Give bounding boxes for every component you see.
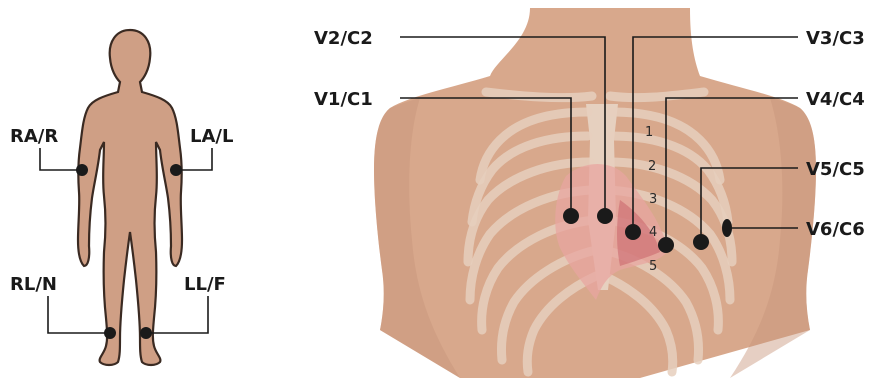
v6-electrode [722, 219, 732, 237]
v5-label: V5/C5 [806, 159, 865, 180]
ll-label: LL/F [184, 274, 226, 295]
intercostal-2: 2 [648, 159, 656, 174]
right-clavicle [486, 92, 592, 98]
rl-lead-line [48, 296, 110, 333]
chest-figure: 1 2 3 4 5 V2/C2 V1/C1 V3/C3 V4/C4 V5/C5 … [314, 8, 865, 378]
v1-label: V1/C1 [314, 89, 373, 110]
v3-electrode [625, 224, 641, 240]
v6-label: V6/C6 [806, 219, 865, 240]
rl-label: RL/N [10, 274, 57, 295]
v2-label: V2/C2 [314, 28, 373, 49]
v2-electrode [597, 208, 613, 224]
intercostal-3: 3 [649, 192, 657, 207]
intercostal-1: 1 [645, 125, 653, 140]
intercostal-5: 5 [649, 259, 657, 274]
ra-lead-line [40, 148, 82, 170]
ra-label: RA/R [10, 126, 58, 147]
v5-electrode [693, 234, 709, 250]
body-silhouette [78, 30, 182, 365]
intercostal-4: 4 [649, 225, 657, 240]
v1-electrode [563, 208, 579, 224]
v3-label: V3/C3 [806, 28, 865, 49]
full-body-figure: RA/R LA/L RL/N LL/F [10, 30, 233, 365]
v4-electrode [658, 237, 674, 253]
la-label: LA/L [190, 126, 233, 147]
v4-label: V4/C4 [806, 89, 865, 110]
left-clavicle [610, 92, 704, 98]
